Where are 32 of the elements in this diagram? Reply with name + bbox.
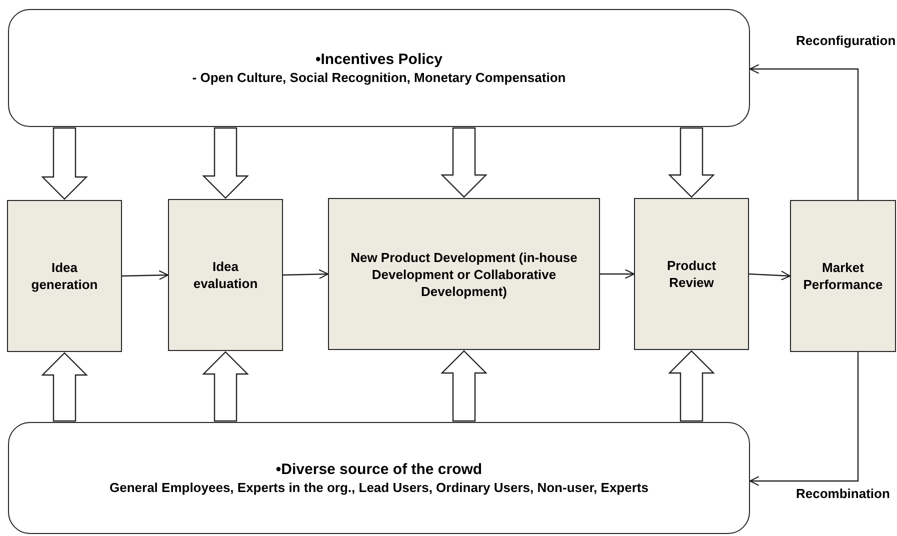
process-box <box>328 198 600 350</box>
panel-text: General Employees, Experts in the org., Lead Users, Ordinary Users, Non-user, Experts <box>108 479 650 496</box>
process-box <box>7 200 122 352</box>
arrow <box>748 270 791 281</box>
edge-label: Reconfiguration <box>796 33 896 48</box>
box-label: New Product Development (in-house Development or Collaborative Development) <box>350 248 578 300</box>
rounded-panel <box>8 422 750 534</box>
process-box <box>790 200 896 352</box>
edge-label: Recombination <box>796 486 890 501</box>
box-label: Idea evaluation <box>192 258 259 292</box>
block-arrow <box>668 127 715 198</box>
process-box <box>168 199 283 351</box>
rounded-panel <box>8 9 750 127</box>
block-arrow <box>41 127 88 200</box>
block-arrow <box>202 351 249 422</box>
arrow <box>749 352 859 486</box>
arrow <box>122 270 169 280</box>
panel-heading: •Incentives Policy <box>314 50 444 69</box>
process-box <box>634 198 749 350</box>
block-arrow <box>202 127 249 199</box>
box-label: Idea generation <box>30 259 99 293</box>
box-label: Product Review <box>666 257 718 291</box>
block-arrow <box>440 127 488 198</box>
block-arrow <box>440 350 488 422</box>
block-arrow <box>668 350 715 422</box>
arrow <box>600 268 635 280</box>
arrow <box>749 64 859 200</box>
block-arrow <box>41 352 88 422</box>
arrow <box>282 269 329 280</box>
panel-text: - Open Culture, Social Recognition, Monetary Compensation <box>191 69 567 86</box>
panel-heading: •Diverse source of the crowd <box>274 460 484 479</box>
box-label: Market Performance <box>802 259 884 293</box>
